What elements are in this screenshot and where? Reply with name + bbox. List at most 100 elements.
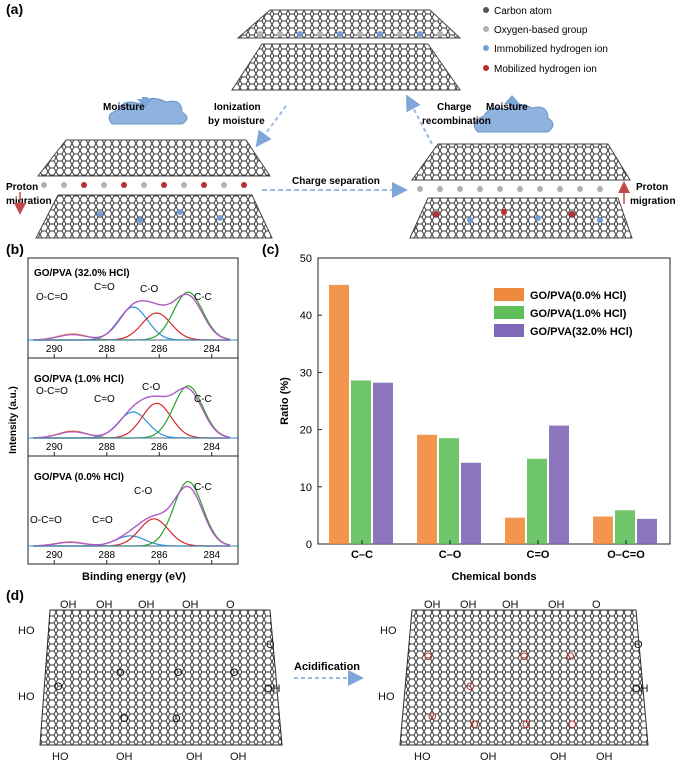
legend-dot-immobilized [483, 45, 489, 51]
svg-text:O: O [174, 667, 183, 679]
legend-label: GO/PVA(32.0% HCl) [530, 326, 633, 338]
proton-label-right-1: Proton [636, 182, 668, 193]
xps-component-curve [33, 333, 231, 341]
svg-text:O: O [226, 599, 235, 611]
legend-mobilized: Mobilized hydrogen ion [494, 64, 597, 75]
bar [527, 458, 547, 544]
x-tick-label: 288 [98, 550, 115, 561]
legend-carbon: Carbon atom [494, 6, 552, 17]
svg-text:O: O [266, 639, 275, 651]
bar-chart-bars [329, 284, 657, 544]
x-tick-label: 286 [151, 344, 168, 355]
svg-text:OH: OH [550, 751, 567, 760]
legend-swatch [494, 324, 524, 337]
svg-text:O: O [566, 651, 575, 663]
x-tick-label: 288 [98, 442, 115, 453]
legend-dot-mobilized [483, 65, 489, 71]
xps-peak-label: O-C=O [36, 386, 68, 397]
panel-b: (b) Intensity (a.u.) Binding energy (eV)… [6, 241, 239, 583]
moisture-cloud-right [473, 104, 554, 133]
x-tick-label: O–C=O [607, 549, 645, 561]
svg-text:O: O [172, 713, 181, 725]
right-graphene-stack: Moisture Proton migration [409, 95, 676, 239]
xps-frame [27, 257, 239, 565]
legend-label: GO/PVA(0.0% HCl) [530, 290, 627, 302]
y-tick-label: 50 [300, 253, 312, 265]
proton-label-left-2: migration [6, 196, 52, 207]
charge-separation-label: Charge separation [292, 176, 380, 187]
graphene-sheet-right-lower [409, 197, 633, 239]
xps-subplot-title: GO/PVA (0.0% HCl) [34, 472, 124, 483]
bar [439, 438, 459, 544]
x-tick-label: C=O [527, 549, 550, 561]
svg-text:OH: OH [230, 751, 247, 760]
y-tick-label: 10 [300, 482, 312, 494]
svg-text:HO: HO [378, 691, 395, 703]
x-tick-label: 286 [151, 550, 168, 561]
svg-text:OH: OH [60, 599, 77, 611]
xps-peak-label: C=O [92, 515, 113, 526]
xps-peak-label: C=O [94, 282, 115, 293]
svg-text:OH: OH [116, 751, 133, 760]
x-tick-label: C–C [351, 549, 373, 561]
moisture-cloud-left [108, 98, 188, 125]
xps-component-curve [33, 411, 231, 439]
xps-peak-label: C-O [140, 284, 159, 295]
svg-text:HO: HO [18, 625, 35, 637]
y-tick-label: 40 [300, 310, 312, 322]
panel-b-label: (b) [6, 241, 24, 257]
svg-text:OH: OH [548, 599, 565, 611]
legend-swatch [494, 288, 524, 301]
svg-text:O: O [230, 667, 239, 679]
oxygen-row-right [417, 186, 603, 192]
bar [505, 517, 525, 544]
xps-peak-labels: GO/PVA (32.0% HCl) O-C=O C=O C-O C-C GO/PVA (… [30, 268, 212, 526]
bar [373, 382, 393, 544]
ionization-label-1: Ionization [214, 102, 261, 113]
graphene-sheet-top-upper [236, 9, 462, 39]
xps-component-curve [33, 430, 231, 439]
bar-chart-ylabel: Ratio (%) [279, 377, 291, 425]
svg-text:O: O [522, 719, 531, 731]
xps-curves [28, 291, 238, 547]
xps-peak-label: C-C [194, 482, 212, 493]
svg-text:O: O [120, 713, 129, 725]
x-tick-label: 290 [46, 550, 63, 561]
top-graphene-stack [231, 9, 462, 91]
xps-peak-label: C=O [94, 394, 115, 405]
proton-label-left-1: Proton [6, 182, 38, 193]
legend-dot-oxygen [483, 26, 489, 32]
oxygen-row-top [257, 31, 443, 37]
panel-c: (c) Ratio (%) Chemical bonds 01020304050… [262, 241, 671, 583]
bar [329, 284, 349, 544]
svg-text:HO: HO [18, 691, 35, 703]
graphene-sheet-left-lower [35, 194, 273, 239]
proton-label-right-2: migration [630, 196, 676, 207]
xps-subplot-title: GO/PVA (32.0% HCl) [34, 268, 130, 279]
legend-oxygen: Oxygen-based group [494, 25, 588, 36]
graphene-sheet-top-lower [231, 43, 461, 91]
svg-text:O: O [116, 667, 125, 679]
svg-text:O: O [470, 719, 479, 731]
svg-text:O: O [428, 711, 437, 723]
xps-envelope-curve [33, 485, 231, 547]
panel-b-ylabel: Intensity (a.u.) [8, 386, 19, 454]
legend-immobilized: Immobilized hydrogen ion [494, 44, 608, 55]
svg-text:OH: OH [632, 683, 649, 695]
bar [549, 425, 569, 544]
bar-chart-xlabel: Chemical bonds [452, 571, 537, 583]
graphene-sheet-left-upper [36, 139, 271, 177]
xps-envelope-curve [33, 293, 231, 341]
y-tick-label: 20 [300, 425, 312, 437]
xps-envelope-curve [33, 386, 231, 439]
immobilized-ions-left [97, 209, 223, 223]
legend-dot-carbon [483, 7, 489, 13]
svg-text:O: O [520, 651, 529, 663]
x-tick-label: 284 [203, 344, 220, 355]
x-tick-label: 290 [46, 344, 63, 355]
